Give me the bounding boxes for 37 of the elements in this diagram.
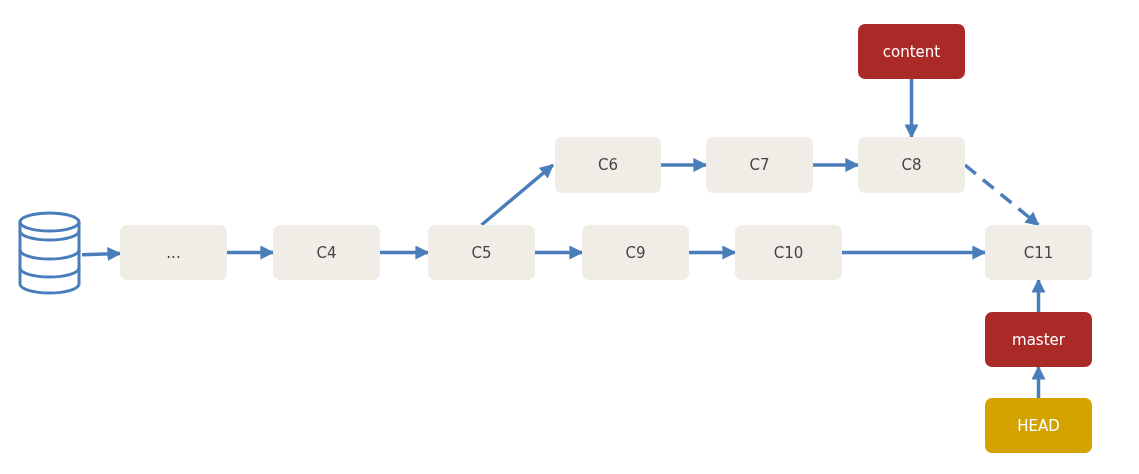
arrow — [1031, 365, 1046, 398]
arrow — [227, 245, 275, 260]
commit-box — [985, 225, 1092, 280]
node-text: C9 — [625, 243, 646, 262]
node-text: master — [1012, 330, 1065, 349]
node-text: C5 — [471, 243, 492, 262]
node-text: C6 — [598, 156, 618, 174]
commit-box — [555, 137, 661, 193]
commit-box — [858, 137, 965, 193]
arrow — [81, 247, 122, 261]
commit-box — [273, 225, 380, 280]
node-text: C10 — [773, 243, 804, 262]
node-text: content — [882, 42, 941, 61]
branch-label — [858, 24, 965, 79]
branch-label — [985, 398, 1092, 453]
node-text: C4 — [316, 243, 337, 262]
node-text: HEAD — [1017, 416, 1060, 435]
arrow — [842, 245, 987, 260]
arrow — [661, 158, 708, 172]
arrow — [813, 158, 860, 172]
arrow — [480, 163, 554, 227]
branch-label — [985, 312, 1092, 367]
commit-box — [582, 225, 689, 280]
arrow — [1031, 278, 1046, 312]
node-text: C8 — [901, 156, 922, 174]
node-text: C11 — [1023, 243, 1054, 262]
node-text: C7 — [749, 156, 770, 174]
commit-box — [735, 225, 842, 280]
commit-box — [120, 225, 227, 280]
commit-box — [706, 137, 813, 193]
commit-box — [428, 225, 535, 280]
arrow — [380, 245, 430, 260]
arrow — [689, 245, 737, 260]
arrow — [535, 245, 584, 260]
arrow — [904, 79, 919, 139]
node-text: ... — [166, 243, 181, 262]
arrow — [963, 163, 1040, 227]
